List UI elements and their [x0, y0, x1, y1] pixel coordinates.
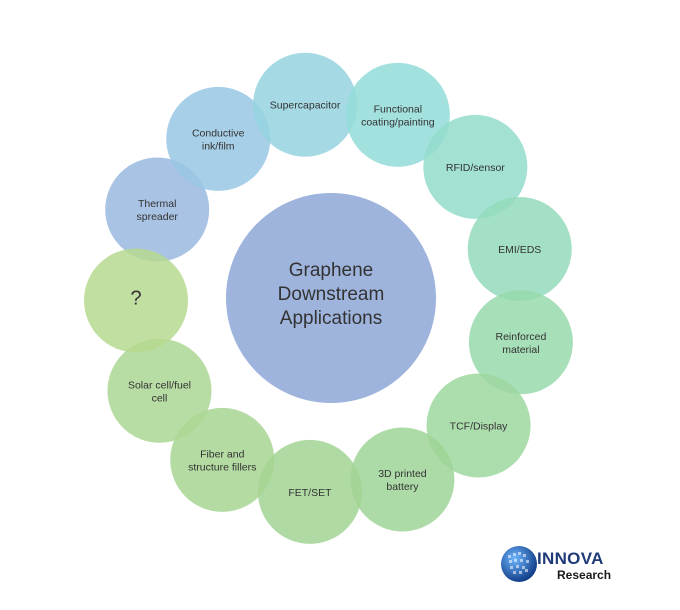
application-node-label: TCF/Display [450, 420, 509, 432]
application-node-circle [107, 338, 212, 443]
center-label-line: Applications [280, 308, 382, 329]
application-node-label: RFID/sensor [446, 162, 505, 174]
application-node-circle [350, 427, 455, 532]
application-node-label-line: Thermal [138, 198, 177, 210]
application-node-circle [345, 62, 450, 167]
application-node-label-line: battery [386, 481, 419, 493]
application-node-label: EMI/EDS [498, 244, 541, 256]
application-node-label-line: cell [152, 392, 168, 404]
application-node-label-line: coating/painting [361, 116, 435, 128]
application-node: ? [84, 248, 189, 353]
application-node-circle [253, 52, 358, 157]
application-node-circle [426, 373, 531, 478]
logo-word: INNOVA [537, 549, 604, 568]
application-node-label-line: structure fillers [188, 461, 256, 473]
application-node-label-line: TCF/Display [450, 420, 509, 432]
center-label-line: Graphene [289, 260, 374, 281]
application-node-label: Supercapacitor [270, 100, 341, 112]
application-node-label-line: Conductive [192, 127, 245, 139]
globe-icon [501, 546, 537, 582]
application-node-label-line: Functional [374, 103, 422, 115]
center-circle [226, 193, 436, 403]
center-label-line: Downstream [278, 284, 385, 305]
application-node-label-line: spreader [136, 211, 178, 223]
application-node-label-line: FET/SET [288, 487, 332, 499]
application-node: Supercapacitor [253, 52, 358, 157]
application-node-circle [166, 86, 271, 191]
application-node-circle [468, 290, 573, 395]
application-node-label-line: Fiber and [200, 448, 245, 460]
innova-research-logo: INNOVA Research [499, 544, 639, 588]
application-node-label-line: 3D printed [378, 468, 427, 480]
application-node-label-line: Supercapacitor [270, 100, 341, 112]
application-node-circle [84, 248, 189, 353]
application-node: EMI/EDS [467, 196, 572, 301]
application-node-label-line: EMI/EDS [498, 244, 541, 256]
application-node-label-line: Solar cell/fuel [128, 379, 191, 391]
application-node-circle [105, 157, 210, 262]
application-node-circle [257, 439, 362, 544]
application-node-circle [423, 114, 528, 219]
application-node-label-line: material [502, 344, 539, 356]
application-node-label: ? [130, 287, 141, 309]
application-node-label-line: Reinforced [496, 331, 547, 343]
application-node-circle [467, 196, 572, 301]
application-node: RFID/sensor [423, 114, 528, 219]
application-node-circle [170, 407, 275, 512]
application-node: TCF/Display [426, 373, 531, 478]
application-node-label: FET/SET [288, 487, 332, 499]
application-node-label-line: ? [130, 287, 141, 309]
application-node-label-line: ink/film [202, 140, 235, 152]
logo-sub: Research [557, 568, 612, 582]
application-node-label-line: RFID/sensor [446, 162, 505, 174]
application-node: FET/SET [257, 439, 362, 544]
